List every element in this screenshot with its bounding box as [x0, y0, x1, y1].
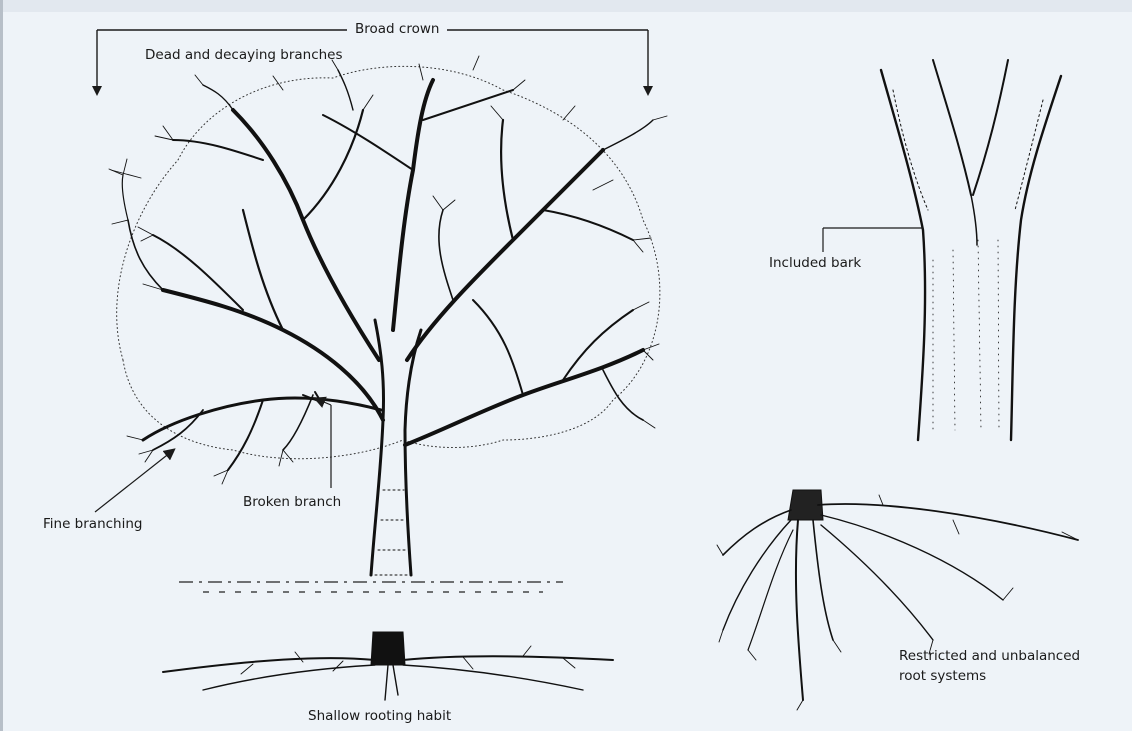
- label-shallow-rooting: Shallow rooting habit: [308, 708, 451, 724]
- label-restricted-roots-line2: root systems: [899, 668, 986, 684]
- fine-branching-leader: [95, 452, 171, 512]
- label-broken-branch: Broken branch: [243, 494, 341, 510]
- mature-tree-illustration: [109, 56, 667, 575]
- ground-line: [179, 582, 563, 592]
- label-broad-crown: Broad crown: [347, 21, 447, 37]
- restricted-root-system: [717, 490, 1078, 710]
- included-bark-trunk: [881, 60, 1061, 440]
- shallow-root-system: [163, 632, 613, 700]
- broad-crown-bracket: [92, 30, 653, 96]
- label-included-bark: Included bark: [769, 255, 861, 271]
- label-restricted-roots-line1: Restricted and unbalanced: [899, 648, 1080, 664]
- label-dead-branches: Dead and decaying branches: [145, 47, 343, 63]
- label-fine-branching: Fine branching: [43, 516, 143, 532]
- diagram-drawing: [3, 0, 1132, 731]
